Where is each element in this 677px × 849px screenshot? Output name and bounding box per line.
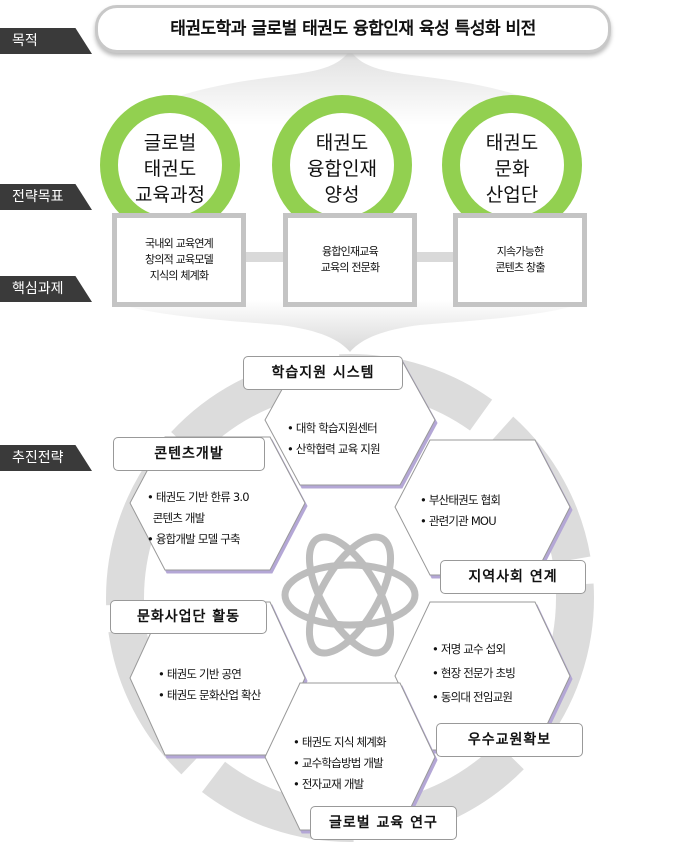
strategy-title-contents: 콘텐츠개발 bbox=[113, 437, 265, 471]
task-box-1: 국내외 교육연계 창의적 교육모델 지식의 체계화 bbox=[112, 213, 246, 307]
tab-strategy: 추진전략 bbox=[0, 445, 92, 471]
strategy-items-culture: • 태권도 기반 공연• 태권도 문화산업 확산 bbox=[158, 667, 261, 702]
strategy-items-contents: • 태권도 기반 한류 3.0 콘텐츠 개발• 융합개발 모델 구축 bbox=[147, 490, 250, 546]
strategy-title-faculty: 우수교원확보 bbox=[436, 723, 583, 757]
strategy-title-learning: 학습지원 시스템 bbox=[243, 356, 403, 390]
funnel-bottom bbox=[110, 300, 590, 352]
tab-goal: 전략목표 bbox=[0, 184, 92, 210]
connector bbox=[415, 252, 455, 262]
strategy-title-culture: 문화사업단 활동 bbox=[110, 600, 267, 634]
strategy-title-community: 지역사회 연계 bbox=[440, 560, 586, 594]
atom-icon bbox=[281, 533, 419, 657]
strategy-title-research: 글로벌 교육 연구 bbox=[310, 806, 457, 840]
tab-purpose: 목적 bbox=[0, 28, 92, 54]
task-box-3: 지속가능한 콘텐츠 창출 bbox=[453, 213, 587, 307]
funnel-top bbox=[140, 50, 560, 125]
strategy-items-community: • 부산태권도 협회• 관련기관 MOU bbox=[420, 493, 501, 528]
strategy-items-learning: • 대학 학습지원센터• 산학협력 교육 지원 bbox=[287, 421, 381, 456]
tab-task: 핵심과제 bbox=[0, 276, 92, 302]
strategy-items-research: • 태권도 지식 체계화• 교수학습방법 개발• 전자교재 개발 bbox=[293, 735, 387, 791]
connector bbox=[245, 252, 285, 262]
task-box-2: 융합인재교육 교육의 전문화 bbox=[283, 213, 417, 307]
vision-title: 태권도학과 글로벌 태권도 융합인재 육성 특성화 비전 bbox=[95, 5, 611, 53]
strategy-items-faculty: • 저명 교수 섭외• 현장 전문가 초빙• 동의대 전임교원 bbox=[432, 642, 516, 704]
